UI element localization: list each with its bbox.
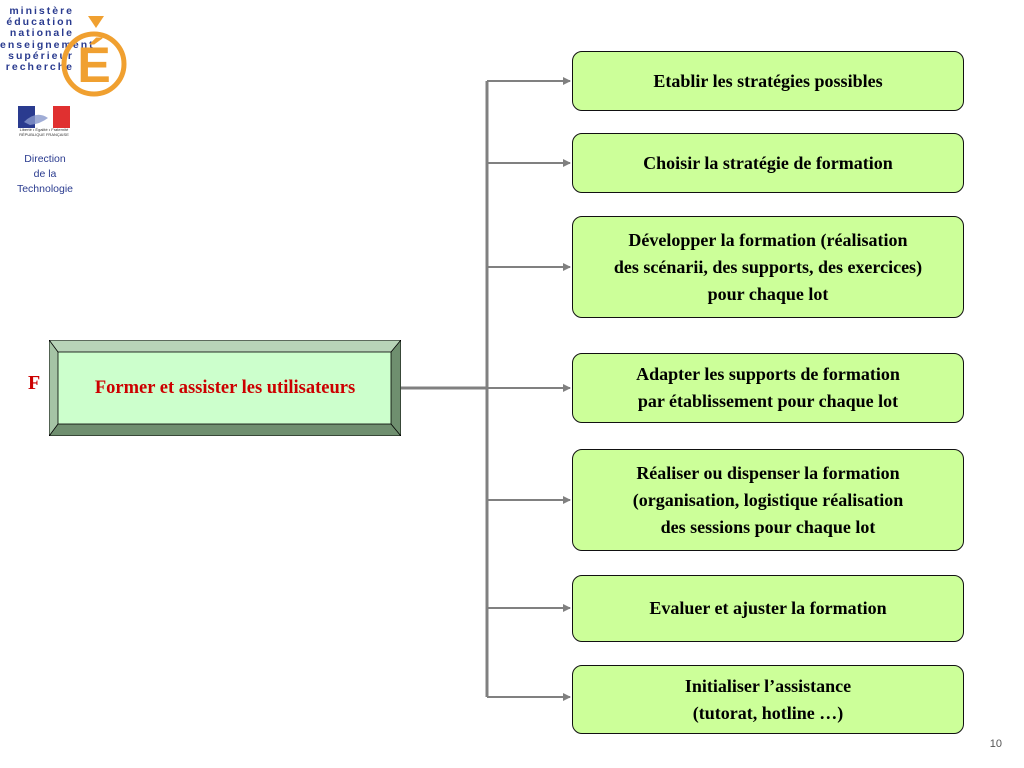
step-box-5: Réaliser ou dispenser la formation (orga… — [572, 449, 964, 551]
direction-line: de la — [33, 168, 57, 180]
root-process-box — [49, 340, 401, 436]
ministry-line: enseignement — [0, 38, 95, 51]
republic-flag-icon — [18, 106, 70, 128]
direction-line: Direction — [24, 153, 66, 165]
step-label: Développer la formation (réalisation des… — [613, 229, 923, 304]
page-number: 10 — [989, 738, 1002, 750]
process-letter: F — [28, 372, 41, 394]
step-label: Etablir les stratégies possibles — [653, 70, 883, 91]
direction-label: Direction de la Technologie — [0, 152, 90, 197]
ministry-logo-icon: É — [61, 16, 127, 97]
ministry-wordmark: ministère éducation nationale enseigneme… — [0, 5, 95, 74]
step-label: Adapter les supports de formation par ét… — [636, 364, 900, 411]
step-box-2: Choisir la stratégie de formation — [572, 133, 964, 193]
ministry-line: supérieur — [8, 49, 74, 62]
step-label: Evaluer et ajuster la formation — [649, 598, 887, 618]
ministry-line: ministère — [9, 5, 74, 17]
direction-line: Technologie — [16, 183, 74, 195]
step-box-7: Initialiser l’assistance (tutorat, hotli… — [572, 665, 964, 734]
step-box-4: Adapter les supports de formation par ét… — [572, 353, 964, 423]
ministry-line: recherche — [5, 61, 74, 74]
step-label: Réaliser ou dispenser la formation (orga… — [632, 462, 904, 537]
root-process-label: Former et assister les utilisateurs — [94, 377, 356, 398]
step-box-6: Evaluer et ajuster la formation — [572, 575, 964, 642]
ministry-line: nationale — [9, 27, 74, 40]
step-box-3: Développer la formation (réalisation des… — [572, 216, 964, 318]
flag-motto: Liberté • Égalité • Fraternité RÉPUBLIQU… — [19, 127, 69, 137]
step-label: Initialiser l’assistance (tutorat, hotli… — [684, 675, 852, 723]
ministry-line: éducation — [6, 16, 74, 29]
step-label: Choisir la stratégie de formation — [643, 152, 893, 173]
logo-letter: É — [77, 37, 110, 93]
step-box-1: Etablir les stratégies possibles — [572, 51, 964, 111]
